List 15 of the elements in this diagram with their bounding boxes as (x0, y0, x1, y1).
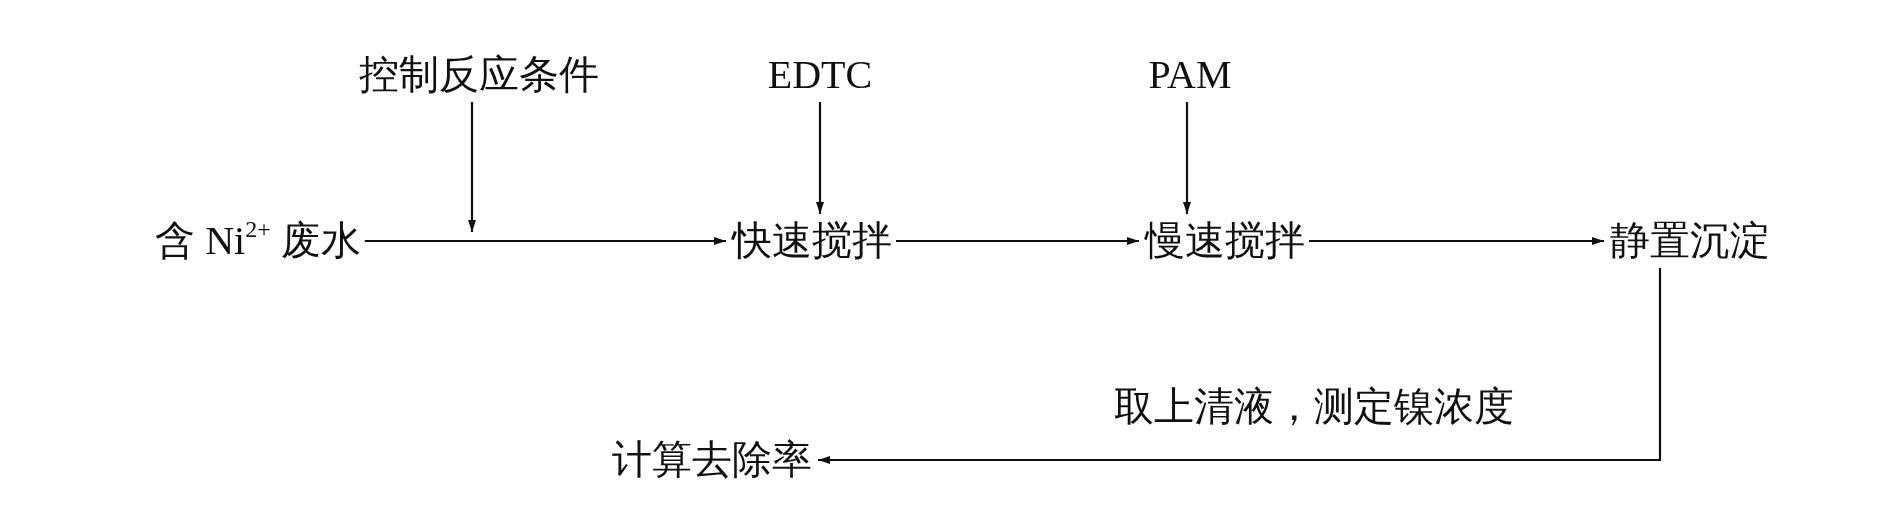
source-label: 含 Ni$^{2+}$ 废水 (155, 218, 361, 264)
arrow (364, 237, 726, 245)
process-step: 快速搅拌 (732, 218, 892, 264)
arrow (896, 237, 1139, 245)
process-step: 慢速搅拌 (1145, 218, 1305, 264)
arrow (1183, 102, 1191, 214)
condition-label: 控制反应条件 (359, 52, 599, 98)
arrow (816, 102, 824, 214)
arrow (818, 268, 1662, 464)
reagent-label: PAM (1148, 52, 1232, 98)
arrow (1309, 237, 1604, 245)
result-label: 计算去除率 (612, 437, 812, 483)
process-step: 静置沉淀 (1610, 218, 1770, 264)
reagent-label: EDTC (767, 52, 873, 98)
arrow (468, 102, 476, 232)
